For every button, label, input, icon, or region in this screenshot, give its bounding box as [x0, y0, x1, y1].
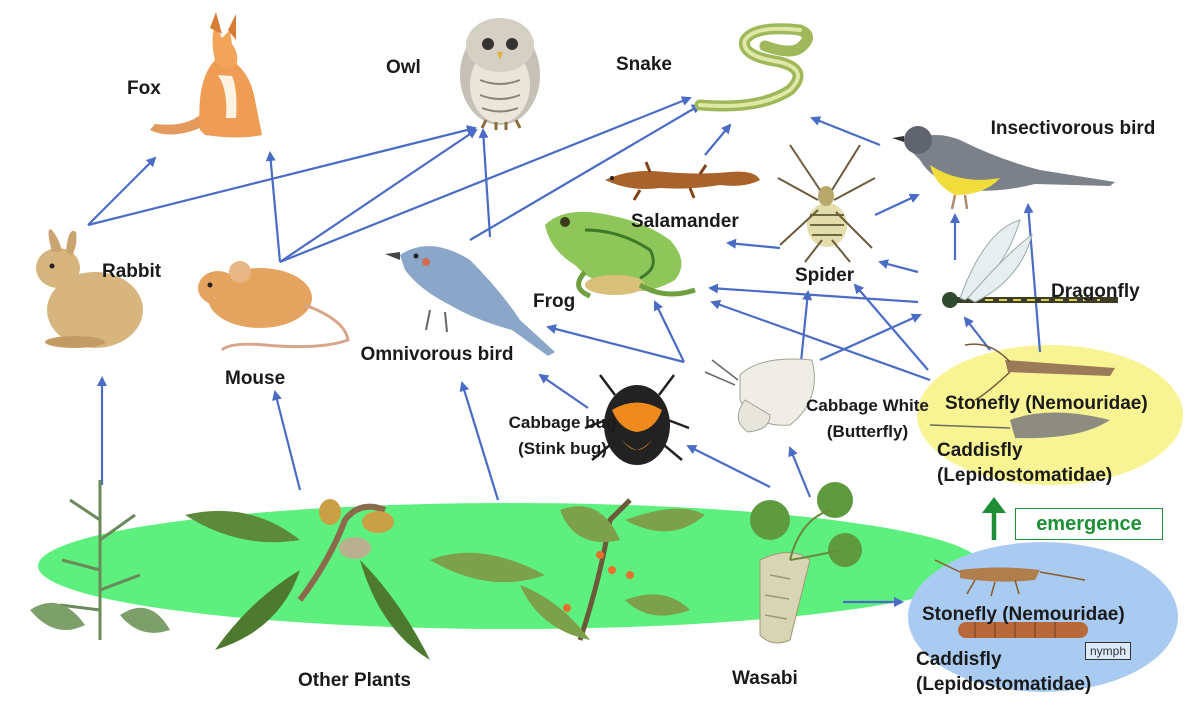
- snake-icon: [700, 29, 808, 106]
- arrow-rabbit-owl: [88, 128, 475, 225]
- label-fox: Fox: [127, 77, 161, 101]
- wasabi-icon: [750, 482, 862, 643]
- arrow-bird-snake: [812, 118, 880, 145]
- label-snake: Snake: [616, 53, 672, 77]
- arrow-salamander-snake: [705, 125, 730, 155]
- rabbit-icon: [36, 229, 143, 348]
- mouse-icon: [198, 261, 348, 350]
- label-dragonfly: Dragonfly: [1051, 280, 1140, 304]
- arrow-spider-frog: [728, 243, 780, 248]
- label-stonefly-nymph: Stonefly (Nemouridae): [922, 603, 1125, 627]
- label-cabbage-bug: Cabbage bug (Stink bug): [500, 410, 625, 461]
- label-spider: Spider: [795, 264, 854, 288]
- label-caddisfly-adult: Caddisfly (Lepidostomatidae): [937, 439, 1202, 488]
- label-rabbit: Rabbit: [102, 260, 161, 284]
- arrow-mouse-fox: [270, 153, 280, 262]
- label-frog: Frog: [533, 290, 575, 314]
- nymph-tag: nymph: [1085, 642, 1131, 660]
- emergence-label: emergence: [1015, 508, 1163, 540]
- salamander-icon: [605, 162, 760, 200]
- arrow-wasabi-cabbage-white: [790, 448, 810, 497]
- label-omnivorous-bird: Omnivorous bird: [352, 343, 522, 367]
- omnivorous-bird-icon: [385, 246, 555, 356]
- arrow-cabbage-bug-frog: [548, 327, 684, 362]
- arrow-plants-omnivorous-bird: [462, 383, 498, 500]
- arrow-cabbage-bug-frog-2: [655, 302, 684, 362]
- arrow-stonefly-frog: [712, 302, 930, 380]
- label-other-plants: Other Plants: [298, 669, 411, 693]
- arrow-dragonfly-frog: [710, 288, 918, 302]
- label-salamander: Salamander: [631, 210, 739, 234]
- label-wasabi: Wasabi: [732, 667, 798, 691]
- owl-icon: [460, 18, 540, 130]
- label-cabbage-white: Cabbage White (Butterfly): [805, 393, 930, 444]
- emergence-arrowhead: [982, 497, 1006, 513]
- label-owl: Owl: [386, 56, 421, 80]
- butterfly-icon: [705, 359, 814, 432]
- spider-icon: [778, 145, 875, 262]
- fox-icon: [150, 12, 262, 138]
- arrow-omnivorous-bird-owl: [483, 130, 490, 237]
- arrow-spider-bird: [875, 195, 918, 215]
- label-insectivorous-bird: Insectivorous bird: [988, 117, 1158, 141]
- arrow-rabbit-fox: [88, 158, 155, 225]
- arrow-cabbage-bug-omnivorous-bird: [540, 375, 588, 408]
- arrow-cabbage-white-dragonfly: [820, 315, 920, 360]
- label-mouse: Mouse: [225, 367, 285, 391]
- arrow-dragonfly-spider: [880, 262, 918, 272]
- arrow-plants-mouse: [275, 392, 300, 490]
- label-caddisfly-nymph: Caddisfly (Lepidostomatidae): [916, 648, 1181, 697]
- arrow-stonefly-bird: [1028, 205, 1040, 352]
- label-stonefly-adult: Stonefly (Nemouridae): [945, 392, 1148, 416]
- arrow-wasabi-cabbage-bug: [688, 446, 770, 487]
